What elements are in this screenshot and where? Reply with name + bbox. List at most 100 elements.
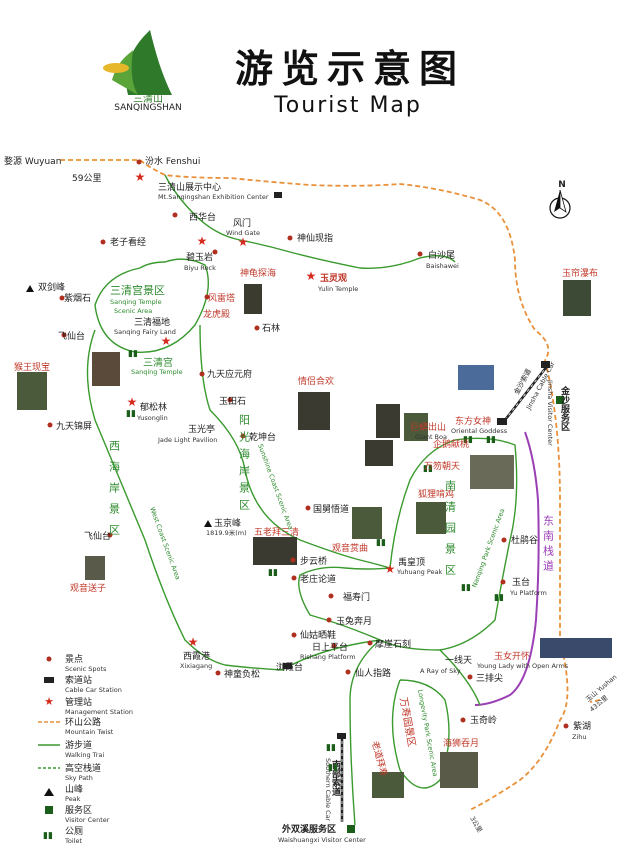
svg-text:▮▮: ▮▮ <box>268 568 278 578</box>
label-yumianbenyue: 玉兔奔月 <box>336 615 372 627</box>
label-jinsha-en: Jinsha Visitor Center <box>546 379 554 446</box>
label-shenguitanhai: 神龟探海 <box>240 267 276 279</box>
label-shilin: 石林 <box>262 322 280 334</box>
legend-peak-icon <box>44 788 54 796</box>
label-wanshouyuan-en: Longevity Park Scenic Area <box>416 689 439 777</box>
legend-item-cn: 管理站 <box>65 696 92 708</box>
label-yulinguan-cn: 玉灵观 <box>320 273 347 284</box>
legend-item-en: Mountain Twist <box>65 728 114 736</box>
label-laodaobaishou: 老道拜寿 <box>369 740 390 778</box>
label-exhibition-en: Mt.Sanqingshan Exhibition Center <box>158 193 269 201</box>
label-zihu-en: Zihu <box>572 733 587 741</box>
photo-huliwaji <box>416 502 446 534</box>
label-xianrenzhilu: 仙人指路 <box>355 667 391 679</box>
label-rishangtai-cn: 日上平台 <box>312 641 348 653</box>
photo-qinglvhuanyu <box>298 392 330 430</box>
label-yujingfeng-h: 1819.9米(m) <box>206 528 247 537</box>
area-dongnan: 东南栈道 <box>542 515 555 575</box>
photo-qiegexiantao <box>404 413 428 441</box>
label-biyuyan-en: Biyu Rock <box>184 264 216 272</box>
area-xihai: 西海岸景区 <box>108 440 121 545</box>
label-yusong: 郁松林 <box>140 401 167 413</box>
wuyuan-label: 婺源 Wuyuan <box>4 156 61 167</box>
label-qiegexiantao: 企鹅献桃 <box>433 438 469 450</box>
toilet-markers: ▮▮▮▮▮▮ ▮▮▮▮▮▮ ▮▮▮▮▮▮ ▮▮▮▮ <box>126 349 504 773</box>
label-waishuangxi-cn: 外双溪服务区 <box>281 823 336 835</box>
label-baishawei-cn: 白沙尾 <box>428 249 455 261</box>
legend-item-en: Visitor Center <box>65 816 110 824</box>
label-baishawei-en: Baishawei <box>426 262 459 270</box>
label-duyugu: 杜鹃谷 <box>511 534 538 546</box>
nanbu-cable-label: 南部索道 <box>330 759 341 797</box>
area-nanqingyuan: 南清园景区 <box>444 480 457 585</box>
label-fengleita: 风雷塔 <box>208 292 235 304</box>
label-yulinguan-en: Yulin Temple <box>317 285 358 293</box>
label-sanpaijian: 三排尖 <box>476 672 503 684</box>
legend-item-cn: 景点 <box>65 654 83 665</box>
label-yujingfeng-cn: 玉京峰 <box>214 517 241 529</box>
svg-text:▮▮: ▮▮ <box>486 435 496 445</box>
label-jumang-en: Giant Boa <box>415 433 447 441</box>
svg-text:★: ★ <box>127 395 138 409</box>
photo-houwangxianbao <box>17 372 47 410</box>
area-nanqingyuan-en: Nanqing Park Scenic Area <box>470 507 506 588</box>
label-sanqinggong-en: Sanqing Temple <box>131 368 183 376</box>
svg-text:★: ★ <box>306 269 317 283</box>
logo-text: 三清山 <box>133 92 163 105</box>
label-xianguqiao: 仙姑晒鞋 <box>300 629 336 641</box>
label-yuguangting-en: Jade Light Pavilion <box>157 436 217 444</box>
label-biyuyan-cn: 碧玉岩 <box>186 251 213 263</box>
label-fengmen-en: Wind Gate <box>226 229 260 237</box>
legend-station-icon: ★ <box>44 695 54 708</box>
legend-item-en: Management Station <box>65 708 133 716</box>
compass-label: N <box>558 180 566 190</box>
mountain-road <box>60 159 601 811</box>
label-sanqinggong-area-en1: Sanqing Temple <box>110 298 162 306</box>
svg-text:★: ★ <box>197 234 208 248</box>
label-shenxianxianzhi: 神仙现指 <box>297 232 333 244</box>
peak-markers <box>26 285 212 527</box>
legend-spot-icon <box>46 656 52 662</box>
legend-toilet-icon: ▮▮ <box>43 831 53 841</box>
south-distance: 3公里 <box>468 815 484 834</box>
label-dongfangnvshen-cn: 东方女神 <box>455 415 491 427</box>
label-exhibition-cn: 三清山展示中心 <box>158 181 221 193</box>
label-qinglvhuanyu: 情侣合欢 <box>298 375 334 387</box>
label-yuguangting-cn: 玉光亭 <box>188 423 215 435</box>
label-feixiantai: 飞仙台 <box>58 330 85 342</box>
photo-thumbnails <box>17 280 612 798</box>
map-title-en: Tourist Map <box>273 93 422 118</box>
label-xihuatai: 西华台 <box>189 211 216 223</box>
svg-text:★: ★ <box>135 170 146 184</box>
facility-markers <box>274 192 564 833</box>
photo-wanhuochaotian <box>470 455 514 489</box>
label-buyunqiao: 步云桥 <box>300 555 327 567</box>
label-rishangtai-en: Rishang Platform <box>300 653 356 661</box>
label-yutianshi: 玉田石 <box>219 396 246 407</box>
label-yunvkaihuai-en: Young Lady with Open Arms <box>476 662 569 670</box>
logo: 三清山 SANQINGSHAN <box>103 30 182 113</box>
area-yangguang: 阳光海岸景区 <box>238 414 251 516</box>
label-fenshui: 汾水 Fenshui <box>145 155 200 167</box>
label-longhudian: 龙虎殿 <box>203 308 230 320</box>
label-fushoumen: 福寿门 <box>343 591 370 603</box>
area-xihai-en: West Coast Scenic Area <box>148 506 182 581</box>
label-moyashike: 摩崖石刻 <box>375 638 411 650</box>
photo-wulaobaisanqing <box>253 537 297 565</box>
label-haishichunyue: 海狮吞月 <box>443 737 479 749</box>
label-jiutianyingwanfu: 九天应元府 <box>207 368 252 380</box>
legend-item-en: Walking Trai <box>65 751 104 759</box>
legend-item-cn: 山峰 <box>65 784 83 795</box>
label-yutai-cn: 玉台 <box>512 576 530 588</box>
label-yuqiling: 玉奇岭 <box>470 714 497 726</box>
label-wulaobaisanqing: 五老拜三清 <box>254 526 299 538</box>
label-yuhuangding-cn: 禹皇顶 <box>398 556 425 568</box>
legend-visitor-icon <box>45 806 53 814</box>
svg-text:▮▮: ▮▮ <box>328 763 338 773</box>
svg-text:★: ★ <box>161 334 172 348</box>
label-shuangjianfeng: 双剑峰 <box>38 281 65 293</box>
svg-text:★: ★ <box>385 562 396 576</box>
nanbu-cable-en: Southern Cable Car <box>324 758 332 822</box>
label-sanqingfudi-en: Sanqing Fairy Land <box>114 328 176 336</box>
map-title-cn: 游览示意图 <box>235 46 465 91</box>
